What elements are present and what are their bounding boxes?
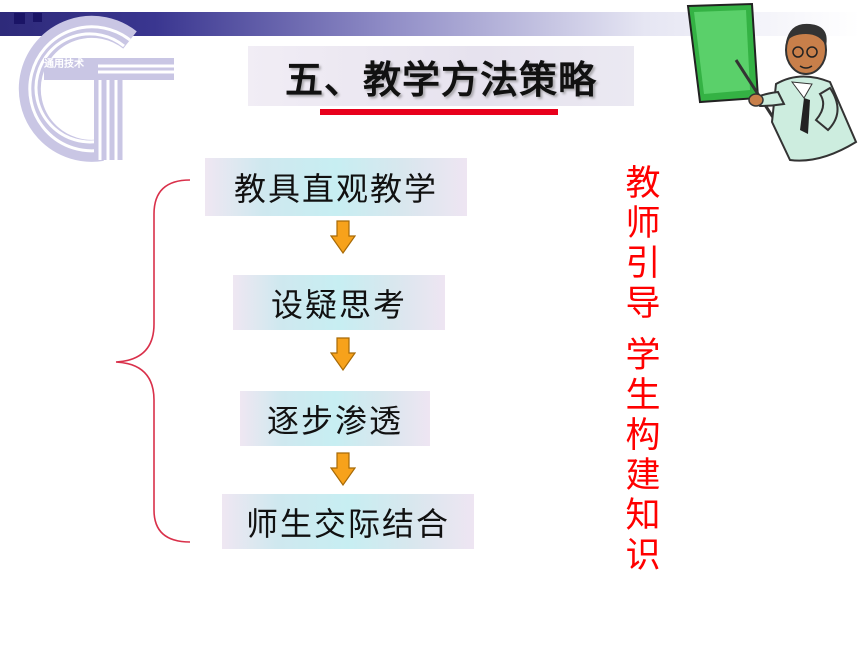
left-brace [115,179,191,543]
flow-step-4: 师生交际结合 [222,494,474,549]
bullet-square-icon [33,13,42,22]
flow-step-label: 师生交际结合 [245,504,450,543]
flow-step-1: 教具直观教学 [205,158,467,216]
flow-step-label: 设疑思考 [270,285,407,324]
arrow-down-icon [330,337,356,371]
side-text-student-build: 学 生 构 建 知 识 [625,336,661,576]
logo-text: 通用技术 [44,59,84,70]
arrow-down-icon [330,220,356,254]
flow-step-2: 设疑思考 [233,275,445,330]
title-underline [320,109,558,115]
gt-logo-icon [18,15,174,162]
flow-step-3: 逐步渗透 [240,391,430,446]
page-title: 五、教学方法策略 [284,57,597,102]
arrow-down-icon [330,452,356,486]
side-text-teacher-guide: 教 师 引 导 [625,164,661,324]
flow-step-label: 逐步渗透 [266,401,403,440]
teacher-pointing-icon [686,2,858,162]
bullet-square-icon [14,13,25,24]
flow-step-label: 教具直观教学 [233,170,438,208]
title-box: 五、教学方法策略 [248,46,634,106]
